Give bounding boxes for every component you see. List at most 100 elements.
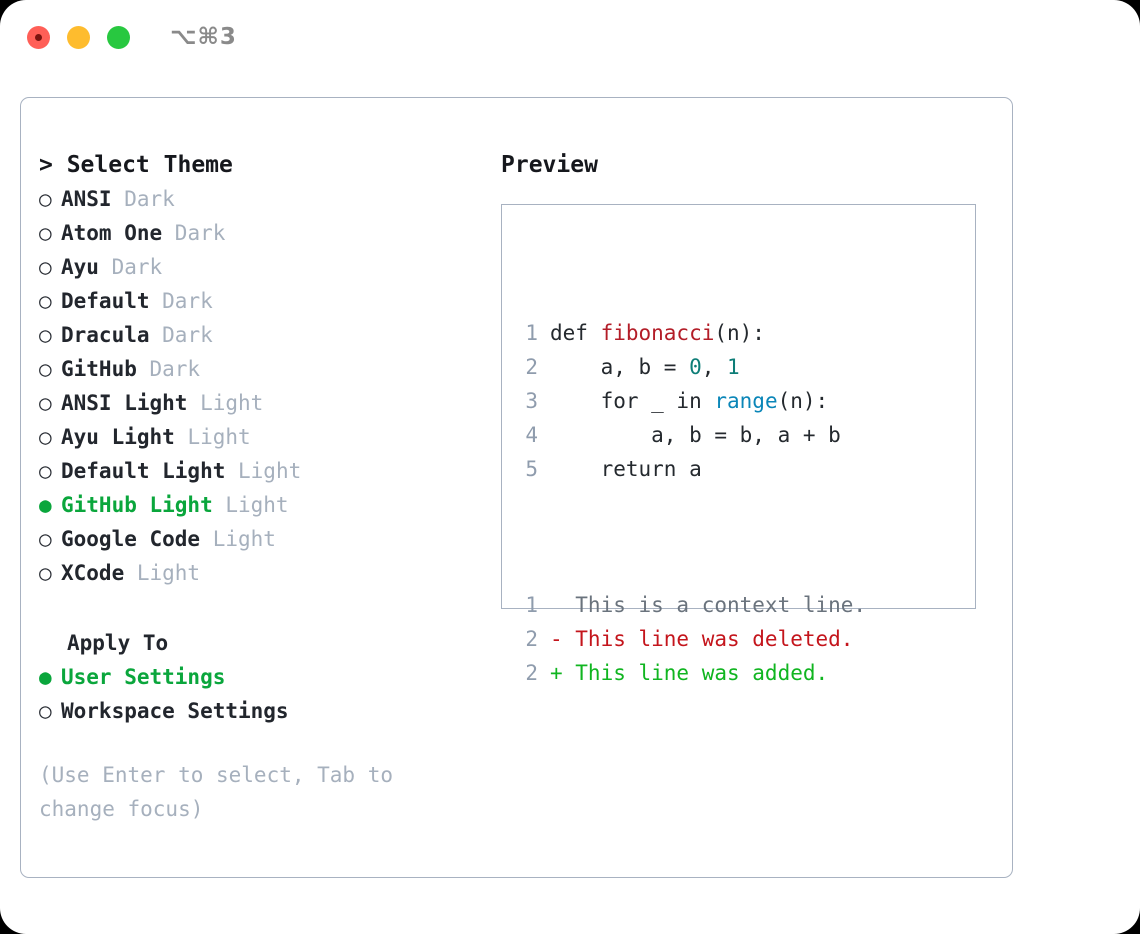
line-number: 3 [525,389,538,413]
theme-row[interactable]: ○Ayu Dark [39,250,479,284]
code-line: 4 a, b = b, a + b [512,418,866,452]
code-token: a, b = [550,355,690,379]
diff-line: 2 - This line was deleted. [512,622,866,656]
radio-selected-icon[interactable]: ● [39,493,52,517]
code-token: a, b = b, a + b [550,423,841,447]
theme-name: Dracula [61,323,150,347]
radio-unselected-icon[interactable]: ○ [39,561,52,585]
theme-name: Default [61,289,150,313]
theme-name: GitHub [61,357,137,381]
code-token: fibonacci [600,321,715,345]
radio-unselected-icon[interactable]: ○ [39,187,52,211]
code-token: def [550,321,601,345]
radio-unselected-icon[interactable]: ○ [39,527,52,551]
theme-row[interactable]: ○ XCode Light [39,556,479,590]
theme-name: Google Code [61,527,201,551]
theme-name: Default Light [61,459,226,483]
theme-name: XCode [61,561,125,585]
diff-line: 1 This is a context line. [512,588,866,622]
theme-variant-tag: Dark [98,255,163,279]
theme-name: ANSI [61,187,112,211]
keyboard-hint-text: (Use Enter to select, Tab to change focu… [39,763,406,821]
code-line: 1 def fibonacci(n): [512,316,866,350]
code-line: 5 return a [512,452,866,486]
theme-list[interactable]: ○ANSI Dark○Atom One Dark○Ayu Dark○Defaul… [39,182,479,590]
diff-text: - This line was deleted. [550,627,854,651]
line-number: 2 [525,627,538,651]
theme-row[interactable]: ○ GitHub Dark [39,352,479,386]
radio-selected-icon[interactable]: ● [39,665,52,689]
theme-row[interactable]: ○ Atom One Dark [39,216,479,250]
radio-unselected-icon[interactable]: ○ [39,357,52,381]
radio-unselected-icon[interactable]: ○ [39,255,52,279]
radio-unselected-icon[interactable]: ○ [39,425,52,449]
window-controls [27,26,130,49]
theme-variant-tag: Dark [149,289,213,313]
code-token: , [701,355,728,379]
radio-unselected-icon[interactable]: ○ [39,459,52,483]
theme-variant-tag: Light [225,459,302,483]
radio-unselected-icon[interactable]: ○ [39,289,52,313]
theme-row[interactable]: ○ Dracula Dark [39,318,479,352]
theme-variant-tag: Dark [162,221,226,245]
line-number: 1 [525,593,538,617]
diff-text: + This line was added. [550,661,829,685]
select-theme-heading: > Select Theme [39,152,233,178]
theme-row[interactable]: ○ ANSI Dark [39,182,479,216]
minimize-button[interactable] [67,26,90,49]
radio-unselected-icon[interactable]: ○ [39,391,52,415]
theme-name: GitHub Light [61,493,213,517]
maximize-button[interactable] [107,26,130,49]
theme-variant-tag: Dark [111,187,175,211]
apply-to-section: Apply To ●User Settings○Workspace Settin… [39,626,479,728]
theme-name: Atom One [61,221,163,245]
theme-selection-column: > Select Theme ○ANSI Dark○Atom One Dark○… [39,148,479,826]
code-token: 0 [689,355,702,379]
preview-heading: Preview [501,152,598,178]
theme-variant-tag: Dark [149,323,213,347]
theme-row[interactable]: ○ Google Code Light [39,522,479,556]
theme-variant-tag: Light [187,391,264,415]
theme-row[interactable]: ○ ANSI Light Light [39,386,479,420]
apply-to-label: Workspace Settings [61,699,289,723]
theme-row[interactable]: ○ Default Light Light [39,454,479,488]
code-token: range [714,389,778,413]
code-line: 3 for _ in range(n): [512,384,866,418]
theme-row[interactable]: ○ Default Dark [39,284,479,318]
apply-to-label: User Settings [61,665,226,689]
theme-name: Ayu Light [61,425,175,449]
radio-unselected-icon[interactable]: ○ [39,221,52,245]
theme-variant-tag: Dark [136,357,201,381]
line-number: 1 [525,321,538,345]
apply-to-row[interactable]: ● User Settings [39,660,479,694]
line-number: 2 [525,355,538,379]
apply-to-options[interactable]: ● User Settings ○ Workspace Settings [39,660,479,728]
diff-block: 1 This is a context line. 2 - This line wa… [512,588,866,690]
line-number: 4 [525,423,538,447]
keyboard-shortcut-label: ⌥⌘3 [170,24,237,50]
code-token: (n): [777,389,829,413]
apply-to-row[interactable]: ○ Workspace Settings [39,694,479,728]
code-token: (n): [714,321,765,345]
code-line: 2 a, b = 0, 1 [512,350,866,384]
theme-name: ANSI Light [61,391,188,415]
theme-variant-tag: Light [200,527,276,551]
theme-variant-tag: Light [124,561,201,585]
code-token: 1 [727,355,740,379]
radio-unselected-icon[interactable]: ○ [39,323,52,347]
theme-row[interactable]: ●GitHub Light Light [39,488,479,522]
code-token: for _ in [550,389,715,413]
line-number: 2 [525,661,538,685]
theme-row[interactable]: ○Ayu Light Light [39,420,479,454]
diff-line: 2 + This line was added. [512,656,866,690]
diff-text: This is a context line. [550,593,867,617]
line-number: 5 [525,457,538,481]
main-panel: > Select Theme ○ANSI Dark○Atom One Dark○… [20,97,1013,878]
radio-unselected-icon[interactable]: ○ [39,699,52,723]
close-button[interactable] [27,26,50,49]
